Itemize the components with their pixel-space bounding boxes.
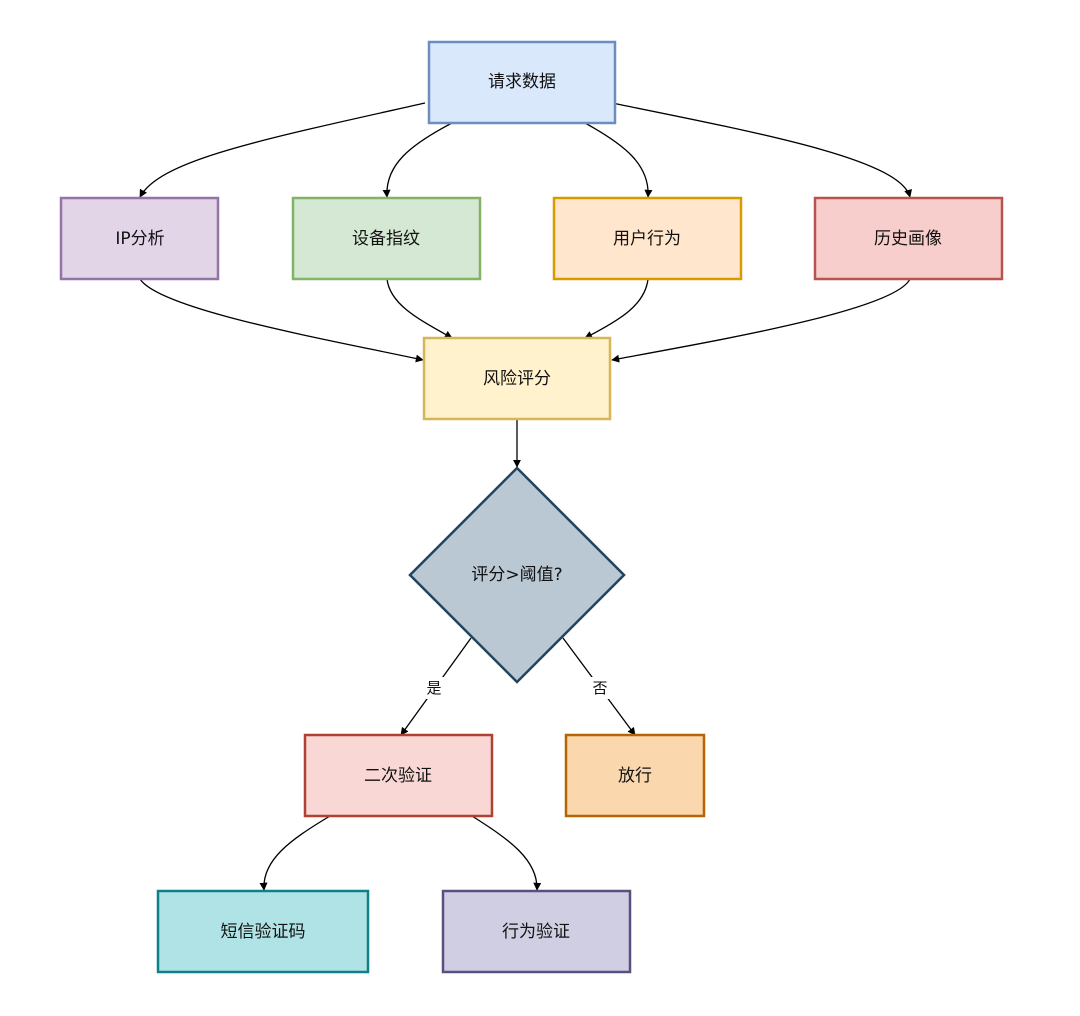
edge-labels: 是 否 xyxy=(422,677,612,699)
edge-label-no: 否 xyxy=(592,679,607,697)
node-device-fingerprint-box xyxy=(291,196,482,281)
edge-label-yes-bg xyxy=(422,677,446,699)
node-score-threshold-decision-label: 评分>阈值? xyxy=(471,565,562,585)
node-second-verification-box xyxy=(303,733,494,818)
node-allow-pass: 放行 xyxy=(564,733,706,818)
node-history-profile-box xyxy=(813,196,1004,281)
edge-history-to-risk xyxy=(611,278,911,363)
node-ip-analysis: IP分析 xyxy=(59,196,220,281)
edge-request-to-device xyxy=(382,122,453,198)
node-device-fingerprint: 设备指纹 xyxy=(291,196,482,281)
edge-label-no-bg xyxy=(588,677,612,699)
node-user-behavior-label: 用户行为 xyxy=(613,229,681,249)
node-sms-code-box xyxy=(156,889,370,974)
node-allow-pass-box xyxy=(564,733,706,818)
edges xyxy=(139,102,912,891)
edge-second-to-behavior-verify xyxy=(471,815,542,891)
node-second-verification-label: 二次验证 xyxy=(364,766,432,786)
node-user-behavior-box xyxy=(552,196,743,281)
node-ip-analysis-box xyxy=(59,196,220,281)
node-score-threshold-decision-diamond xyxy=(408,466,626,684)
node-second-verification: 二次验证 xyxy=(303,733,494,818)
edge-request-to-ip xyxy=(139,102,426,198)
node-behavior-verification: 行为验证 xyxy=(441,889,632,974)
edge-label-yes: 是 xyxy=(426,679,441,697)
node-device-fingerprint-label: 设备指纹 xyxy=(352,229,420,249)
node-behavior-verification-label: 行为验证 xyxy=(502,922,570,942)
node-risk-score: 风险评分 xyxy=(422,336,612,421)
node-sms-code-label: 短信验证码 xyxy=(221,922,306,942)
edge-device-to-risk xyxy=(386,278,453,339)
node-score-threshold-decision: 评分>阈值? xyxy=(408,466,626,684)
node-request-data: 请求数据 xyxy=(427,40,617,125)
edge-ip-to-risk xyxy=(139,278,424,363)
node-request-data-box xyxy=(427,40,617,125)
node-request-data-label: 请求数据 xyxy=(488,72,556,92)
edge-request-to-history xyxy=(611,102,912,198)
edge-behavior-to-risk xyxy=(584,278,649,339)
node-user-behavior: 用户行为 xyxy=(552,196,743,281)
edge-request-to-behavior xyxy=(584,122,653,198)
edge-second-to-sms xyxy=(259,815,331,891)
node-sms-code: 短信验证码 xyxy=(156,889,370,974)
node-risk-score-label: 风险评分 xyxy=(483,369,551,389)
node-risk-score-box xyxy=(422,336,612,421)
node-behavior-verification-box xyxy=(441,889,632,974)
node-history-profile-label: 历史画像 xyxy=(874,229,942,249)
node-allow-pass-label: 放行 xyxy=(618,766,652,786)
node-ip-analysis-label: IP分析 xyxy=(115,229,164,249)
node-history-profile: 历史画像 xyxy=(813,196,1004,281)
